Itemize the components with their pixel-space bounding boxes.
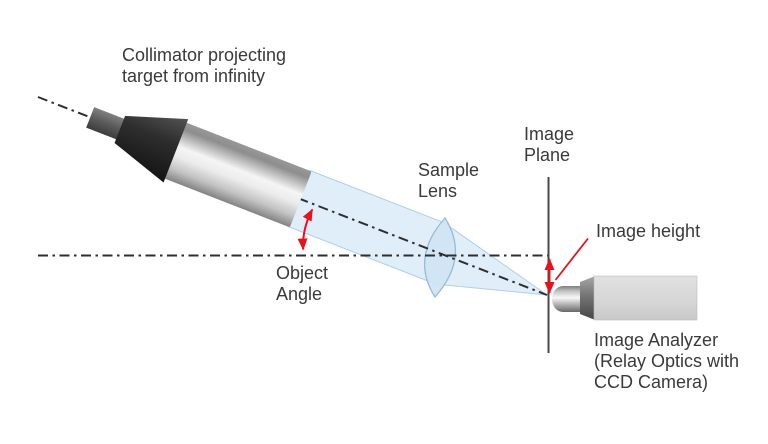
image-height-label-text: Image height xyxy=(596,221,701,241)
sample-lens-label-line2: Lens xyxy=(418,181,458,201)
object-angle-label: Object Angle xyxy=(276,263,328,305)
image-plane-label-line2: Plane xyxy=(524,145,571,165)
sample-lens-glass xyxy=(423,216,457,299)
image-plane-label-line1: Image xyxy=(524,124,575,144)
analyzer-body xyxy=(593,275,698,321)
collimator-cone xyxy=(114,115,189,183)
analyzer-collar xyxy=(580,276,594,320)
analyzer-snout xyxy=(552,286,584,312)
object-angle-label-line2: Angle xyxy=(276,284,323,304)
image-analyzer-label-line3: CCD Camera) xyxy=(594,372,709,392)
image-plane-label: Image Plane xyxy=(524,124,574,166)
image-analyzer-label-line1: Image Analyzer xyxy=(594,330,719,350)
image-analyzer-device xyxy=(552,275,698,321)
image-analyzer-label-line2: (Relay Optics with xyxy=(594,351,740,371)
object-angle-arrow xyxy=(297,208,314,251)
collimator-label-line1: Collimator projecting xyxy=(122,45,287,65)
object-angle-label-line1: Object xyxy=(276,263,329,283)
image-height-label: Image height xyxy=(596,221,700,242)
collimator-label: Collimator projecting target from infini… xyxy=(122,45,286,87)
collimator-label-line2: target from infinity xyxy=(122,66,266,86)
collimator-barrel xyxy=(159,121,312,227)
sample-lens-label-line1: Sample xyxy=(418,160,480,180)
image-analyzer-label: Image Analyzer (Relay Optics with CCD Ca… xyxy=(594,330,739,393)
sample-lens-label: Sample Lens xyxy=(418,160,479,202)
image-height-leader-line xyxy=(554,237,589,281)
collimator-device xyxy=(86,107,312,227)
